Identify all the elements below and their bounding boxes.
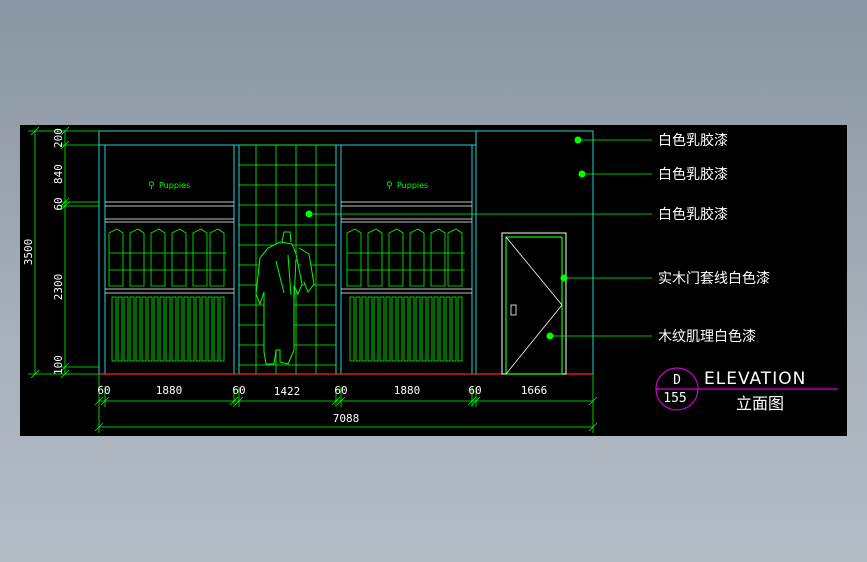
horizontal-dimension-lines <box>94 374 598 433</box>
trouser-hanging <box>349 296 355 362</box>
trouser-hanging <box>141 296 147 362</box>
vertical-dimension-lines <box>28 126 99 379</box>
dim-h-60-a: 60 <box>97 384 110 397</box>
trouser-hanging <box>451 296 457 362</box>
trouser-hanging <box>147 296 153 362</box>
trouser-hanging <box>117 296 123 362</box>
dim-h-1880-b: 1880 <box>394 384 421 397</box>
callout-leaders <box>309 139 652 337</box>
trouser-hanging <box>445 296 451 362</box>
door <box>501 232 567 375</box>
trouser-hanging <box>177 296 183 362</box>
callout-label-4: 实木门套线白色漆 <box>658 270 770 287</box>
trouser-hanging <box>123 296 129 362</box>
dim-h-overall: 7088 <box>333 412 360 425</box>
trouser-hanging <box>379 296 385 362</box>
title-block: D 155 ELEVATION 立面图 <box>655 367 838 413</box>
trouser-hanging <box>195 296 201 362</box>
dim-h-60-b: 60 <box>232 384 245 397</box>
dim-v-2300: 2300 <box>52 274 65 301</box>
mannequin-figure <box>255 231 315 365</box>
trouser-hanging <box>153 296 159 362</box>
trouser-hanging <box>111 296 117 362</box>
trouser-hanging <box>421 296 427 362</box>
right-cabinet: ⚲ Puppies <box>341 181 472 362</box>
trouser-hanging <box>391 296 397 362</box>
trouser-hanging <box>183 296 189 362</box>
trouser-hanging <box>213 296 219 362</box>
brand-label-right: Puppies <box>397 181 428 190</box>
left-cabinet: ⚲ Puppies <box>105 181 234 362</box>
dim-h-60-c: 60 <box>334 384 347 397</box>
cad-viewport[interactable]: ⚲ Puppies ⚲ Puppies <box>20 125 847 436</box>
trouser-hanging <box>433 296 439 362</box>
dim-h-1880-a: 1880 <box>156 384 183 397</box>
callout-label-2: 白色乳胶漆 <box>658 166 728 183</box>
trouser-hanging <box>409 296 415 362</box>
dim-v-100: 100 <box>52 355 65 375</box>
title-en: ELEVATION <box>704 369 806 389</box>
brand-icon: ⚲ <box>148 181 155 191</box>
trouser-hanging <box>189 296 195 362</box>
vertical-dimension-labels: 200 840 60 2300 100 3500 <box>22 128 65 375</box>
dim-v-200: 200 <box>52 128 65 148</box>
dim-v-60: 60 <box>52 197 65 210</box>
brand-label-left: Puppies <box>159 181 190 190</box>
trouser-hanging <box>159 296 165 362</box>
trouser-hanging <box>439 296 445 362</box>
callout-label-5: 木纹肌理白色漆 <box>658 328 756 345</box>
trouser-hanging <box>207 296 213 362</box>
trouser-hanging <box>373 296 379 362</box>
dim-v-3500: 3500 <box>22 239 35 266</box>
trouser-hanging <box>219 296 225 362</box>
callout-label-1: 白色乳胶漆 <box>658 132 728 149</box>
brand-icon: ⚲ <box>386 181 393 191</box>
sheet-number: 155 <box>663 391 686 406</box>
trouser-hanging <box>457 296 463 362</box>
dim-v-840: 840 <box>52 164 65 184</box>
dim-h-1666: 1666 <box>521 384 548 397</box>
horizontal-dimension-labels: 60 1880 60 1422 60 1880 60 1666 7088 <box>97 384 547 425</box>
trouser-hanging <box>355 296 361 362</box>
trouser-hanging <box>171 296 177 362</box>
trouser-hanging <box>165 296 171 362</box>
trouser-hanging <box>385 296 391 362</box>
trouser-hanging <box>367 296 373 362</box>
trouser-hanging <box>403 296 409 362</box>
callout-dots <box>305 136 586 340</box>
title-cn: 立面图 <box>736 394 784 413</box>
trouser-hanging <box>201 296 207 362</box>
callout-label-3: 白色乳胶漆 <box>658 206 728 223</box>
trouser-hanging <box>129 296 135 362</box>
trouser-hanging <box>361 296 367 362</box>
sheet-letter: D <box>673 373 681 388</box>
dim-h-60-d: 60 <box>468 384 481 397</box>
elevation-drawing: ⚲ Puppies ⚲ Puppies <box>22 126 838 433</box>
trouser-hanging <box>415 296 421 362</box>
dim-h-1422: 1422 <box>274 385 301 398</box>
trouser-hanging <box>427 296 433 362</box>
trouser-hanging <box>135 296 141 362</box>
trouser-hanging <box>397 296 403 362</box>
